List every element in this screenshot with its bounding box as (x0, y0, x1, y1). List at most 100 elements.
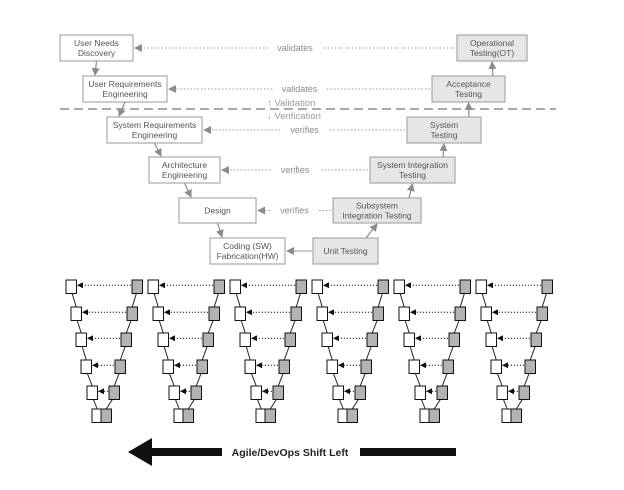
connector-label: verifies (281, 165, 310, 175)
flow-arrow-up (439, 143, 448, 158)
right-stage-box (312, 237, 379, 265)
flow-arrow-down (183, 182, 192, 198)
mini-right-box (182, 408, 194, 423)
mini-left-box (480, 306, 492, 321)
mini-left-box (403, 332, 415, 347)
mini-left-box (162, 359, 174, 374)
mini-right-box (530, 332, 542, 347)
mini-left-box (311, 279, 323, 294)
mini-right-box (459, 279, 471, 294)
shift-left-label: Agile/DevOps Shift Left (232, 447, 349, 459)
mini-v-row (65, 279, 553, 423)
mini-left-box (321, 332, 333, 347)
mini-left-box (168, 385, 180, 400)
right-stage-box-label: Testing (399, 170, 426, 180)
right-stage-box-label: Testing (455, 89, 482, 99)
mini-right-box (454, 306, 466, 321)
mini-v-model (65, 279, 143, 423)
left-stage-box (148, 156, 221, 184)
right-stage-box (456, 34, 528, 62)
left-stage-box (209, 237, 286, 265)
mini-v-model (147, 279, 225, 423)
left-stage-box-label: Coding (SW) (223, 241, 272, 251)
shift-left-arrow-tail (360, 448, 456, 456)
mini-right-box (510, 408, 522, 423)
mini-right-box (518, 385, 530, 400)
mini-right-box (377, 279, 389, 294)
left-stage-box-label: Design (204, 206, 231, 216)
shift-left-arrow: Agile/DevOps Shift Left (128, 438, 456, 466)
flow-arrow-up (488, 61, 497, 77)
connector-label: verifies (290, 125, 319, 135)
mini-right-box (264, 408, 276, 423)
mini-right-box (213, 279, 225, 294)
mini-left-box (65, 279, 77, 294)
right-stage-box-label: Unit Testing (323, 246, 368, 256)
left-stage-box-label: Fabrication(HW) (217, 251, 279, 261)
mini-left-box (475, 279, 487, 294)
right-stage-box (369, 156, 456, 184)
connector-label: validates (282, 84, 318, 94)
flow-arrow-up (365, 223, 378, 239)
mini-right-box (372, 306, 384, 321)
mini-left-box (234, 306, 246, 321)
mini-left-box (152, 306, 164, 321)
left-stage-box-label: Discovery (78, 48, 116, 58)
mini-right-box (190, 385, 202, 400)
mini-right-box (126, 306, 138, 321)
right-stage-box-label: Operational (470, 38, 514, 48)
mini-right-box (346, 408, 358, 423)
mini-left-box (485, 332, 497, 347)
left-stage-box-label: System Requirements (113, 120, 197, 130)
mini-left-box (496, 385, 508, 400)
flow-arrow-down (153, 142, 162, 157)
mini-right-box (524, 359, 536, 374)
mini-left-box (414, 385, 426, 400)
mini-right-box (290, 306, 302, 321)
verification-label: ↓ Verification (267, 111, 321, 122)
right-stage-box-label: Testing(OT) (470, 48, 515, 58)
mini-left-box (398, 306, 410, 321)
flow-arrow-down (216, 222, 224, 238)
mini-left-box (393, 279, 405, 294)
mini-right-box (196, 359, 208, 374)
left-stage-box-label: User Requirements (88, 79, 161, 89)
right-stage-box-label: Testing (431, 130, 458, 140)
right-stage-box-label: Integration Testing (342, 211, 412, 221)
mini-left-box (408, 359, 420, 374)
mini-right-box (100, 408, 112, 423)
right-stage-box-label: Acceptance (446, 79, 491, 89)
mini-right-box (114, 359, 126, 374)
flow-arrow-up (464, 102, 473, 118)
left-stage-box (106, 116, 203, 144)
mini-v-model (311, 279, 389, 423)
mini-right-box (360, 359, 372, 374)
left-stage-box-label: Engineering (162, 170, 208, 180)
mini-left-box (490, 359, 502, 374)
mini-right-box (131, 279, 143, 294)
mini-right-box (354, 385, 366, 400)
mini-right-box (108, 385, 120, 400)
mini-left-box (244, 359, 256, 374)
mini-right-box (448, 332, 460, 347)
flow-arrow-down (91, 60, 100, 76)
right-stage-box (431, 75, 506, 103)
left-stage-box (82, 75, 168, 103)
right-stage-box-label: System (430, 120, 458, 130)
mini-right-box (442, 359, 454, 374)
mini-left-box (80, 359, 92, 374)
mini-right-box (541, 279, 553, 294)
v-model-top: ↑ Validation↓ Verificationvalidatesvalid… (59, 34, 556, 265)
mini-left-box (157, 332, 169, 347)
mini-right-box (272, 385, 284, 400)
mini-right-box (536, 306, 548, 321)
mini-right-box (295, 279, 307, 294)
mini-right-box (366, 332, 378, 347)
right-stage-box (332, 197, 422, 224)
mini-right-box (428, 408, 440, 423)
mini-v-model (229, 279, 307, 423)
mini-left-box (70, 306, 82, 321)
mini-left-box (75, 332, 87, 347)
